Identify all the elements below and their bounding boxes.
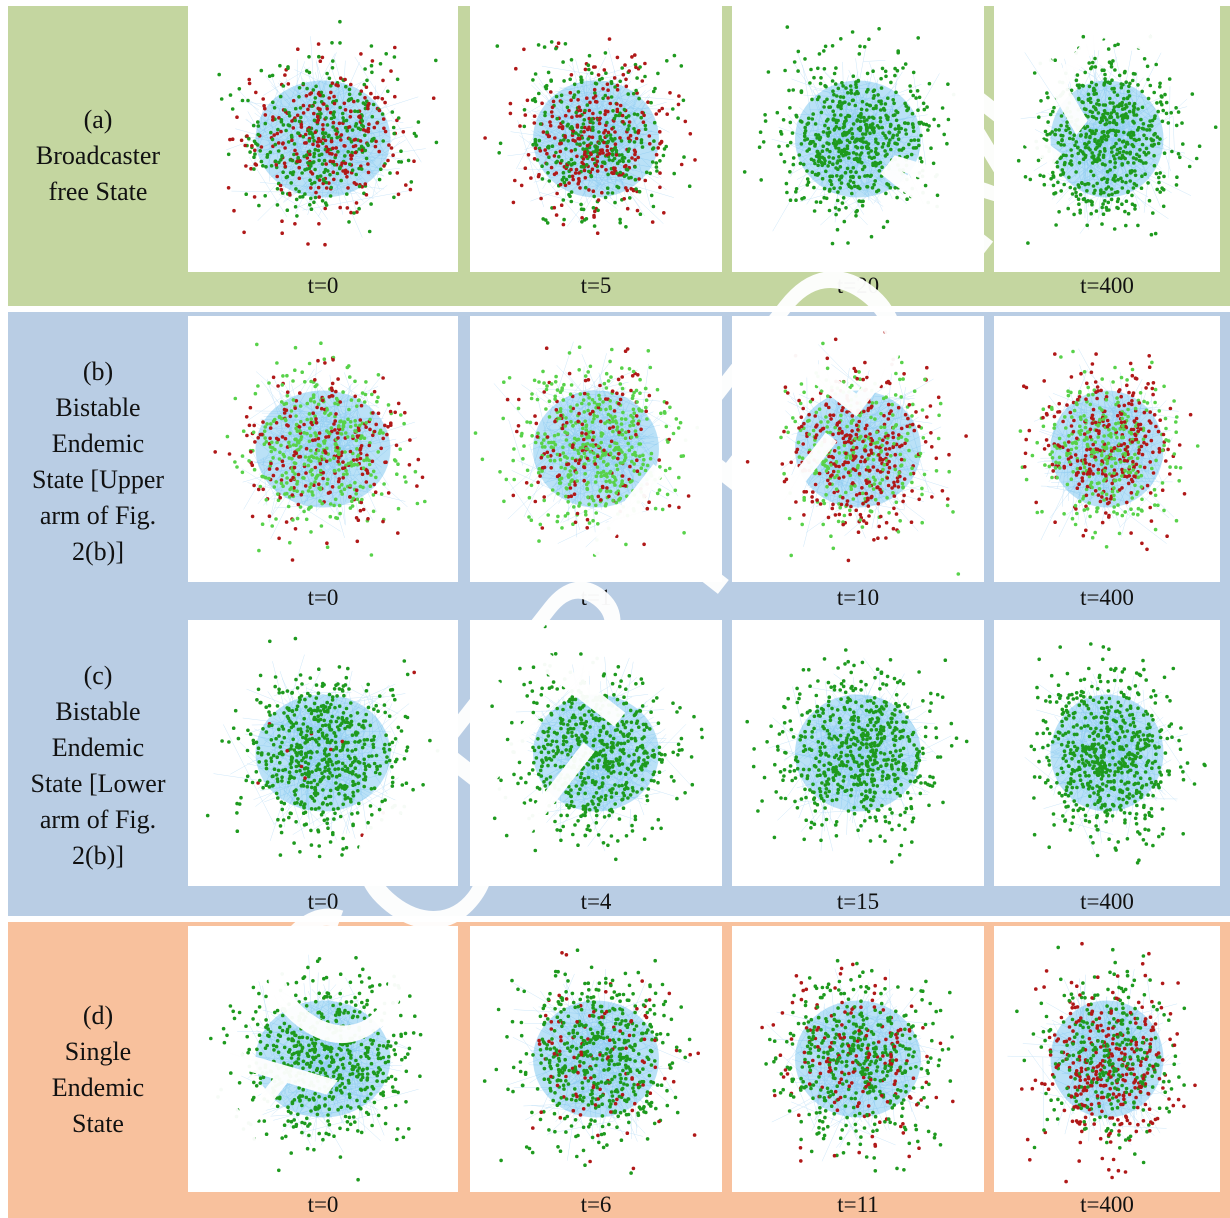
network-panel-d-2 bbox=[470, 926, 722, 1192]
network-graph bbox=[745, 330, 968, 576]
time-label-a-3: t=20 bbox=[836, 273, 880, 298]
network-panel-a-2 bbox=[470, 6, 722, 272]
time-label-a-1: t=0 bbox=[307, 273, 339, 298]
network-nodes bbox=[482, 948, 700, 1175]
network-nodes bbox=[1015, 941, 1197, 1184]
network-nodes bbox=[205, 636, 440, 859]
network-nodes bbox=[742, 25, 956, 246]
row-d-label: (d) Single Endemic State bbox=[51, 1001, 145, 1138]
network-graph bbox=[482, 948, 700, 1175]
network-graph bbox=[213, 341, 427, 562]
network-nodes bbox=[490, 624, 704, 862]
network-panel-c-1 bbox=[188, 620, 458, 886]
time-label-a-4: t=400 bbox=[1080, 273, 1134, 298]
network-panel-b-1 bbox=[188, 316, 458, 582]
network-graph bbox=[1007, 941, 1197, 1184]
network-graph bbox=[473, 341, 699, 557]
network-panel-a-3 bbox=[732, 6, 984, 272]
time-label-b-1: t=0 bbox=[307, 585, 339, 610]
time-label-a-2: t=5 bbox=[580, 273, 612, 298]
network-graph bbox=[745, 648, 969, 864]
network-panel-b-3 bbox=[732, 316, 984, 582]
network-panel-d-3 bbox=[732, 926, 984, 1192]
network-graph bbox=[490, 624, 704, 862]
network-panel-c-3 bbox=[732, 620, 984, 886]
time-label-b-2: t=1 bbox=[580, 585, 612, 610]
network-panel-a-4 bbox=[994, 6, 1220, 272]
network-panel-d-4 bbox=[994, 926, 1220, 1192]
time-label-d-2: t=6 bbox=[580, 1192, 612, 1217]
time-label-d-1: t=0 bbox=[307, 1192, 339, 1217]
time-label-c-4: t=400 bbox=[1080, 889, 1134, 914]
network-graph bbox=[1024, 642, 1207, 865]
network-panel-b-4 bbox=[994, 316, 1220, 582]
time-label-b-3: t=10 bbox=[836, 585, 880, 610]
network-nodes bbox=[217, 19, 439, 247]
network-graph bbox=[1016, 34, 1218, 245]
network-nodes bbox=[760, 958, 955, 1173]
network-graph bbox=[217, 19, 439, 247]
time-label-b-4: t=400 bbox=[1080, 585, 1134, 610]
network-panel-c-4 bbox=[994, 620, 1220, 886]
row-a-label: (a) Broadcaster free State bbox=[35, 105, 161, 206]
network-panel-b-2 bbox=[470, 316, 722, 582]
network-nodes bbox=[1018, 349, 1200, 552]
row-c-label: (c) Bistable Endemic State [Lower arm of… bbox=[30, 661, 166, 870]
network-panel-c-2 bbox=[470, 620, 722, 886]
network-nodes bbox=[213, 341, 427, 562]
network-nodes bbox=[745, 330, 968, 576]
network-graph bbox=[742, 25, 956, 246]
network-nodes bbox=[483, 37, 697, 235]
network-nodes bbox=[209, 956, 423, 1182]
network-nodes bbox=[1029, 642, 1207, 865]
network-graph bbox=[209, 954, 423, 1182]
time-label-c-1: t=0 bbox=[307, 889, 339, 914]
time-label-d-3: t=11 bbox=[837, 1192, 879, 1217]
network-core bbox=[533, 390, 659, 508]
network-panel-d-1 bbox=[188, 926, 458, 1192]
network-graph bbox=[760, 958, 955, 1173]
network-graph bbox=[483, 37, 697, 235]
network-nodes bbox=[1016, 34, 1218, 245]
time-label-c-3: t=15 bbox=[836, 889, 880, 914]
network-nodes bbox=[745, 648, 969, 864]
network-nodes bbox=[473, 345, 699, 557]
row-b-label: (b) Bistable Endemic State [Upper arm of… bbox=[31, 357, 165, 566]
time-label-d-4: t=400 bbox=[1080, 1192, 1134, 1217]
network-core bbox=[795, 390, 921, 508]
network-panel-a-1 bbox=[188, 6, 458, 272]
time-label-c-2: t=4 bbox=[580, 889, 612, 914]
network-graph bbox=[1018, 348, 1200, 552]
network-graph bbox=[205, 636, 440, 859]
